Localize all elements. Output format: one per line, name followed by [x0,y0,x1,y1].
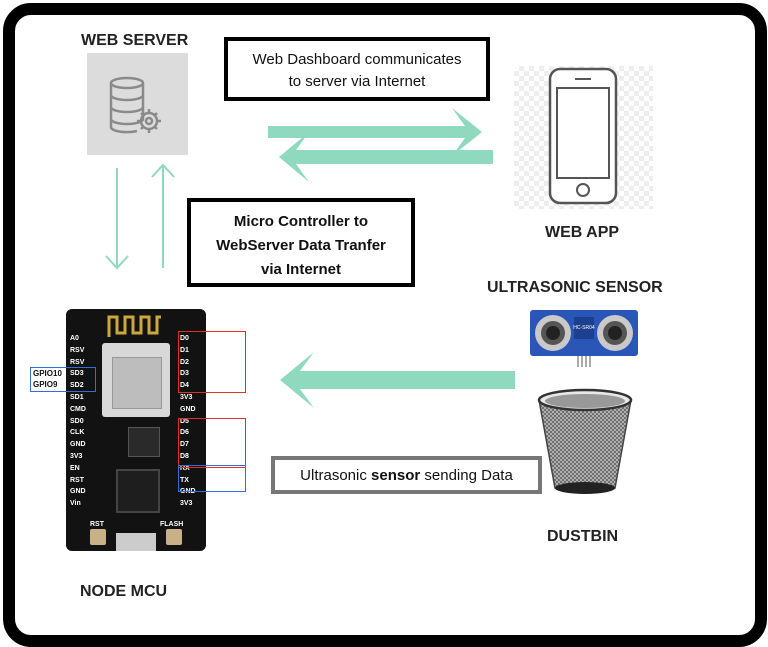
sensor-callout-prefix: Ultrasonic [300,467,372,484]
wifi-module-chip [112,357,162,409]
dustbin-image [537,388,633,494]
sensor-model-text: HC-SR04 [573,325,595,331]
left-pin-label: GND [70,441,86,449]
web-server-image [87,53,188,155]
right-pin-label: 3V3 [180,394,193,401]
sensor-callout: Ultrasonic sensor sending Data [271,456,542,494]
right-pin-label: D7 [180,441,189,449]
rst-button[interactable] [90,529,106,545]
regulator-chip [128,427,160,457]
usb-port [116,533,156,551]
gpio-label: GPIO15 [206,455,235,465]
mcu-callout-line-2: WebServer Data Tranfer [216,237,386,254]
dashboard-callout: Web Dashboard communicates to server via… [224,37,490,101]
gpio-label: GPIO0 [206,369,231,379]
right-pin-label: GND [180,405,196,413]
left-pin-label: RSV [70,346,85,354]
gpio-label: GPIO5 [206,345,231,355]
right-pin-label: D4 [180,382,189,390]
arrow-to-web-app [268,108,482,156]
right-pin-label: RX [180,464,190,472]
left-pin-label: CLK [70,429,85,437]
left-pin-label: SD0 [70,417,84,425]
left-pin-label: SD2 [70,382,84,390]
ultrasonic-sensor-label: ULTRASONIC SENSOR [487,279,663,296]
gpio-label: GPIO16 [206,334,235,343]
left-pin-label: CMD [70,405,86,413]
dashboard-callout-line-2: to server via Internet [288,73,426,90]
usb-chip [116,469,160,513]
right-pin-label: D5 [180,417,189,425]
right-pin-label: 3V3 [180,500,193,508]
gpio-left-label: GPIO9 [33,380,58,389]
gpio-label: GPIO2 [206,381,231,391]
flash-button-label: FLASH [160,521,184,528]
wifi-module [102,343,170,417]
gpio-group-1 [178,331,246,393]
left-pin-label: SD1 [70,394,84,401]
gpio-label: GPIO4 [206,357,231,367]
right-pin-label: D2 [180,358,189,366]
rst-button-label: RST [90,521,104,528]
mcu-callout-line-1: Micro Controller to [233,213,369,230]
dustbin-label: DUSTBIN [547,528,619,545]
database-gear-icon [109,76,161,134]
smartphone-icon [548,67,618,205]
gpio-group-2 [178,418,246,468]
left-pin-label: A0 [70,335,79,342]
left-pin-label: RSV [70,358,85,366]
gpio-label: GPIO13 [206,443,235,453]
right-pin-label: TX [180,476,189,484]
sensor-callout-suffix: sending Data [420,467,513,484]
arrow-sensor-to-mcu [280,352,515,408]
node-mcu-label: NODE MCU [80,583,168,600]
gpio-left-group [30,367,96,392]
right-pin-label: D6 [180,429,189,437]
gpio-group-3 [178,465,246,492]
dashboard-callout-line-1: Web Dashboard communicates [252,51,462,68]
left-pin-label: 3V3 [70,453,83,460]
web-app-label: WEB APP [545,224,620,241]
left-pin-label: GND [70,488,86,496]
arrow-to-web-server [279,132,493,182]
right-pin-label: D1 [180,346,189,354]
left-pin-label: Vin [70,500,81,508]
left-pin-label: EN [70,464,80,472]
left-pin-label: SD3 [70,370,84,378]
arrow-server-to-mcu [105,168,129,270]
ultrasonic-sensor-image: HC-SR04 [530,310,638,367]
mcu-transfer-callout: Micro Controller to WebServer Data Tranf… [187,198,415,287]
web-app-image [514,66,653,209]
web-server-label: WEB SERVER [81,32,189,49]
right-pin-label: D0 [180,335,189,342]
gpio-left-label: GPIO10 [33,369,62,378]
right-pin-label: D3 [180,370,189,378]
gpio-label: GPIO1 [206,479,231,489]
gpio-label: GPIO3 [206,468,231,477]
gpio-label: GPIO14 [206,420,235,429]
arrow-mcu-to-server [151,163,175,268]
antenna-icon [107,315,161,337]
flash-button[interactable] [166,529,182,545]
gpio-label: GPIO12 [206,431,235,441]
mcu-callout-line-3: via Internet [260,261,342,278]
right-pin-label: D8 [180,453,189,460]
left-pin-label: RST [70,476,84,484]
sensor-callout-bold: sensor [371,467,421,484]
